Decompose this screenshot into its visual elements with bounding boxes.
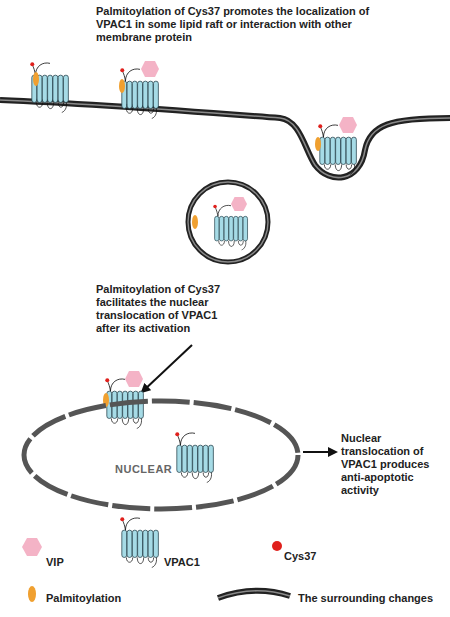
palmitoylation-mark [33,72,39,86]
vip-ligand [125,371,143,387]
annotation-text: Palmitoylation of Cys37 facilitates the … [96,283,236,335]
palmitoylation-mark [119,79,125,93]
legend-text: VIP [46,556,64,569]
receptor-icon [175,432,213,482]
membrane [0,100,450,178]
legend-text: VPAC1 [164,556,200,569]
legend-text: The surrounding changes [298,592,433,605]
vip-ligand [231,197,247,211]
legend-receptor-sample [120,517,158,567]
receptor-icon [213,205,247,250]
nucleus-outline [20,397,302,513]
palmitoylation-mark [192,215,198,229]
legend-line-sample [218,591,290,598]
nucleus-shape: NUCLEAR [20,397,302,513]
palmitoylation-mark [315,137,321,151]
annotation-text: Palmitoylation of Cys37 promotes the loc… [96,5,406,44]
legend-swatch [272,541,282,551]
node-label: NUCLEAR [115,463,172,475]
translocation-arrow [142,345,192,392]
vesicle [188,182,268,262]
legend-swatch [28,586,36,602]
vip-ligand [339,117,357,133]
nuclear-envelope [24,401,298,509]
legend-text: Cys37 [284,550,316,563]
annotation-text: Nuclear translocation of VPAC1 produces … [341,432,449,497]
effect-arrow [303,451,336,453]
receptor-icon [30,62,68,112]
legend-text: Palmitoylation [46,592,121,605]
vip-ligand [141,61,159,77]
legend-swatch [22,538,42,556]
